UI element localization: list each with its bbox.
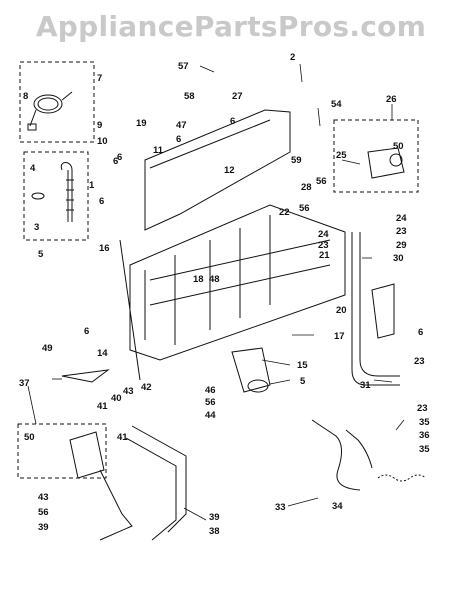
callout-34: 34 (332, 501, 343, 512)
callout-43-b: 43 (38, 492, 49, 503)
callout-6-b: 6 (176, 134, 181, 145)
callout-25: 25 (336, 150, 347, 161)
fill-hose-right-2 (359, 232, 400, 377)
callout-38: 38 (209, 526, 220, 537)
drain-hose-inner (345, 429, 373, 469)
lower-valve-body (69, 431, 105, 479)
callout-27: 27 (232, 91, 243, 102)
callout-1: 1 (89, 180, 95, 191)
callout-43-a: 43 (123, 386, 134, 397)
callout-3: 3 (34, 222, 39, 233)
callout-23-b: 23 (318, 240, 329, 251)
callout-7: 7 (97, 73, 102, 84)
callout-6-c: 6 (117, 152, 122, 163)
callout-24-b: 24 (318, 229, 329, 240)
callout-24-a: 24 (396, 213, 407, 224)
lower-hose-a (131, 425, 187, 533)
callout-33: 33 (275, 502, 286, 513)
callout-8: 8 (23, 91, 28, 102)
cabinet-frame (129, 204, 346, 361)
callout-50-lower: 50 (24, 432, 35, 443)
pump-assembly (231, 347, 271, 393)
callout-23-a: 23 (396, 226, 407, 237)
callout-5-a: 5 (38, 249, 44, 260)
callout-4: 4 (30, 163, 36, 174)
callout-2: 2 (290, 52, 295, 63)
callout-18: 18 (193, 274, 204, 285)
inset-box-valve (333, 119, 419, 193)
callout-12: 12 (224, 165, 235, 176)
callout-29: 29 (396, 240, 407, 251)
callout-56-a: 56 (316, 176, 327, 187)
callout-6-d: 6 (113, 156, 118, 167)
callout-30: 30 (393, 253, 404, 264)
callout-11: 11 (153, 145, 164, 156)
callout-6-a: 6 (230, 116, 235, 127)
water-valve-upper (367, 147, 405, 179)
drain-hose-part (31, 162, 74, 222)
inset-box-lower-valve (17, 423, 107, 479)
callout-15: 15 (297, 360, 308, 371)
callout-44: 44 (205, 410, 216, 421)
lower-hose-c (99, 469, 133, 541)
callout-19: 19 (136, 118, 147, 129)
inset-box-power-cord (19, 61, 95, 143)
callout-23-c: 23 (414, 356, 425, 367)
callout-56-c: 56 (205, 397, 216, 408)
callout-41-b: 41 (117, 432, 128, 443)
callout-35-a: 35 (419, 417, 430, 428)
callout-50-upper: 50 (393, 141, 404, 152)
callout-56-b: 56 (299, 203, 310, 214)
callout-9: 9 (97, 120, 102, 131)
callout-6-e: 6 (99, 196, 104, 207)
callout-56-d: 56 (38, 507, 49, 518)
callout-41-a: 41 (97, 401, 108, 412)
callout-42: 42 (141, 382, 152, 393)
callout-40: 40 (111, 393, 122, 404)
standpipe-coil (377, 474, 427, 482)
bracket-49 (61, 369, 110, 383)
callout-10: 10 (97, 136, 108, 147)
callout-20: 20 (336, 305, 347, 316)
callout-17: 17 (334, 331, 345, 342)
callout-6-g: 6 (84, 326, 89, 337)
callout-16: 16 (99, 243, 110, 254)
power-cord-part (27, 91, 73, 131)
bracket-30 (371, 283, 395, 339)
callout-54: 54 (331, 99, 342, 110)
inset-box-drain-hose (23, 151, 89, 241)
fill-hose-right (351, 232, 400, 386)
callout-28: 28 (301, 182, 312, 193)
watermark: AppliancePartsPros.com (35, 10, 427, 43)
callout-36: 36 (419, 430, 430, 441)
callout-35-b: 35 (419, 444, 430, 455)
callout-48: 48 (209, 274, 220, 285)
callout-6-f: 6 (418, 327, 423, 338)
callout-57: 57 (178, 61, 189, 72)
callout-5-b: 5 (300, 376, 306, 387)
callout-26: 26 (386, 94, 397, 105)
callout-46: 46 (205, 385, 216, 396)
support-rod (119, 239, 141, 381)
drain-hose (311, 419, 361, 491)
callout-49: 49 (42, 343, 53, 354)
callout-47: 47 (176, 120, 187, 131)
callout-22: 22 (279, 207, 290, 218)
callout-31: 31 (360, 380, 371, 391)
callout-39-b: 39 (38, 522, 49, 533)
lower-hose-b (125, 437, 177, 541)
callout-21: 21 (319, 250, 330, 261)
callout-37: 37 (19, 378, 30, 389)
callout-58: 58 (184, 91, 195, 102)
callout-14: 14 (97, 348, 108, 359)
rear-panel (144, 109, 291, 231)
callout-39-a: 39 (209, 512, 220, 523)
callout-23-d: 23 (417, 403, 428, 414)
callout-59: 59 (291, 155, 302, 166)
